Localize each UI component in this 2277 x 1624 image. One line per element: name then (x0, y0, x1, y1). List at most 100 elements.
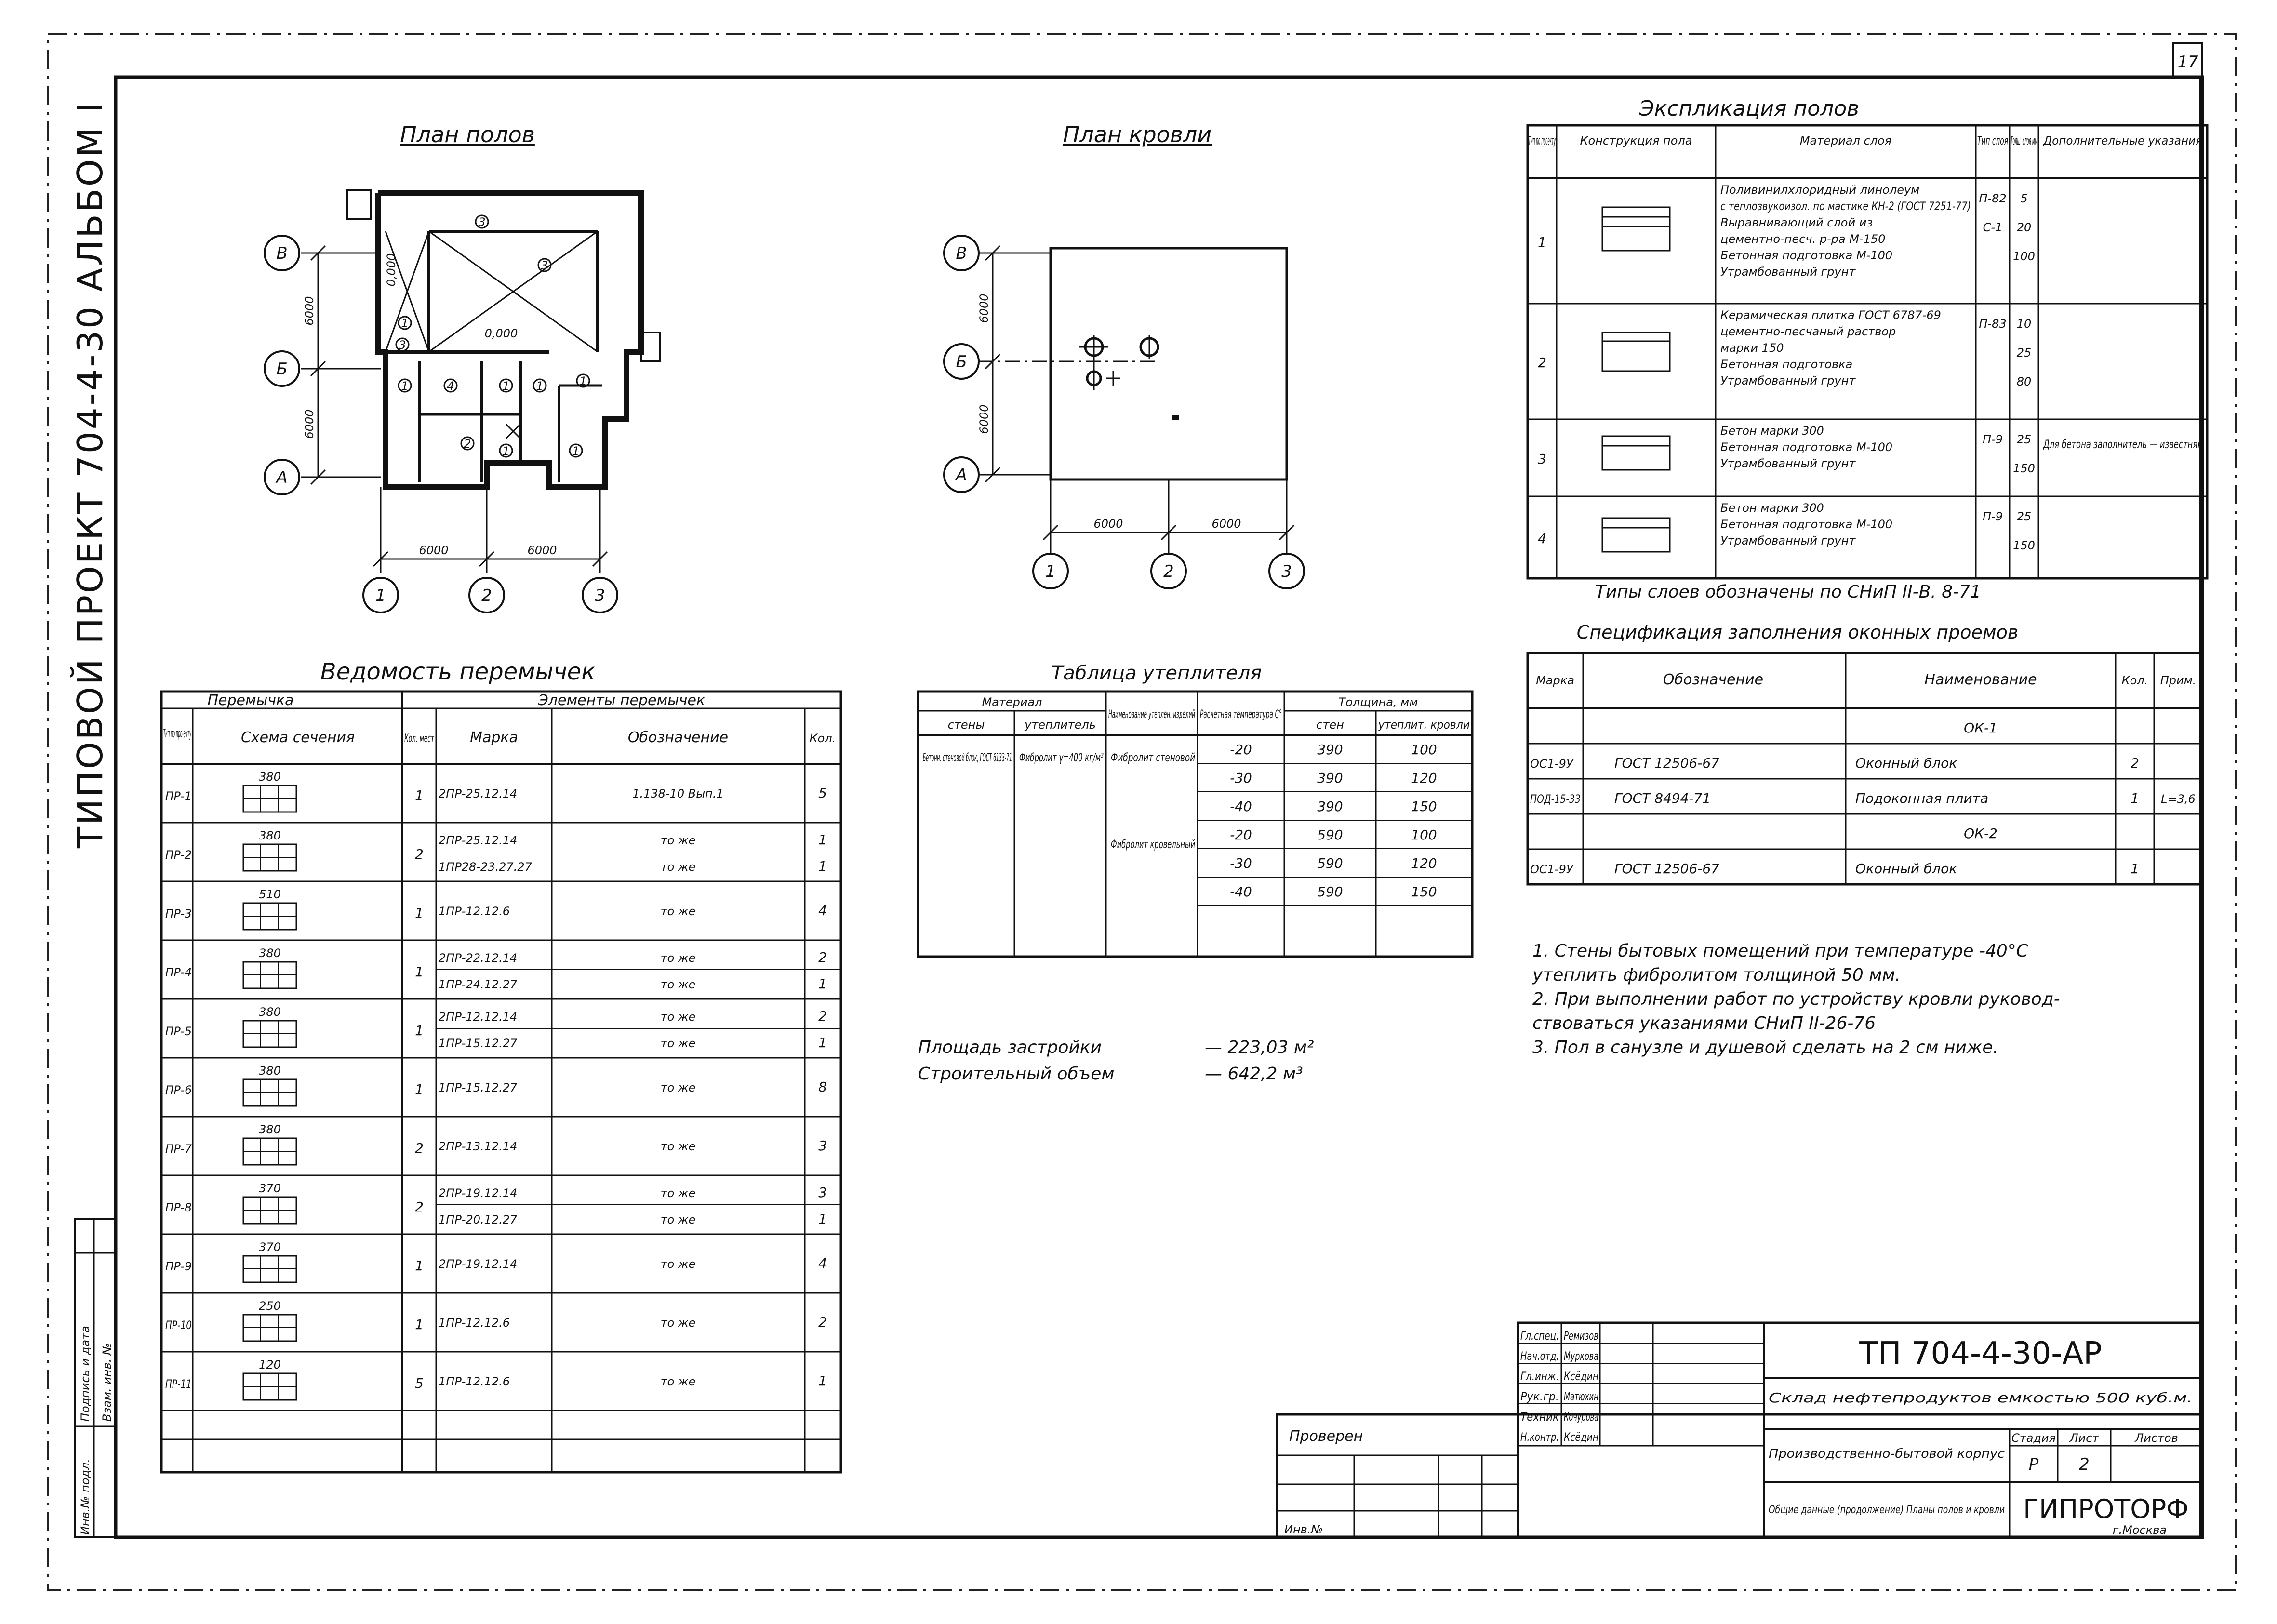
tb-role: Техник (1520, 1410, 1559, 1424)
room-mark: 1 (401, 379, 408, 393)
insulation-wall: 390 (1317, 799, 1343, 814)
room-mark: 1 (572, 444, 579, 458)
lintel-mark: 2ПР-13.12.14 (439, 1140, 517, 1153)
lintel-places: 2 (415, 1199, 424, 1215)
roof-plan: План кровли В Б А 6000 6000 6000 6000 (943, 121, 1305, 589)
insulation-item: Фибролит стеновой (1111, 751, 1195, 764)
lintel-mark: 2ПР-25.12.14 (439, 834, 517, 847)
expl-thickness: 20 (2017, 221, 2032, 234)
strip-label-replace: Взам. инв. № (100, 1343, 114, 1422)
expl-note: Для бетона заполнитель — известняк (2043, 438, 2202, 451)
lintel-mark: 1ПР-12.12.6 (439, 1375, 510, 1388)
expl-thickness: 150 (2013, 462, 2035, 475)
sheet-value: 2 (2079, 1455, 2090, 1474)
axis-label: В (956, 244, 967, 263)
room-mark: 4 (447, 379, 454, 393)
expl-material: с теплозвукоизол. по мастике КН-2 (ГОСТ … (1720, 200, 1971, 213)
insulation-group-header: Толщина, мм (1339, 695, 1418, 709)
lintel-width: 380 (259, 946, 281, 960)
project-code: ТП 704-4-30-АР (1859, 1336, 2102, 1371)
insulation-header: Расчетная температура С° (1200, 707, 1282, 721)
lintel-mark: 2ПР-25.12.14 (439, 787, 517, 800)
lintel-designation: то же (661, 951, 696, 965)
insulation-roof: 120 (1411, 770, 1437, 786)
axis-label: В (276, 244, 287, 263)
lintel-places: 2 (415, 846, 424, 862)
lintel-width: 380 (259, 1123, 281, 1136)
city: г.Москва (2113, 1523, 2167, 1537)
lintel-count: 1 (818, 1035, 827, 1051)
spec-header: Марка (1536, 674, 1574, 687)
lintel-count: 2 (818, 1314, 827, 1330)
axis-label: 3 (595, 586, 605, 605)
axis-label: А (955, 466, 967, 485)
area-label: Площадь застройки (918, 1038, 1102, 1057)
insulation-temp: -30 (1230, 770, 1252, 786)
room-mark: 3 (478, 215, 485, 229)
lintel-mark: 1ПР-20.12.27 (439, 1213, 518, 1226)
spec-designation: ГОСТ 12506-67 (1614, 755, 1719, 771)
strip-label-inv: Инв.№ подл. (79, 1459, 92, 1535)
insulation-wall: 590 (1317, 884, 1343, 900)
insulation-table: Таблица утеплителя Материал Толщина, мм … (917, 662, 1474, 958)
strip-label-sign: Подпись и дата (79, 1326, 92, 1422)
sheet-name: Общие данные (продолжение) Планы полов и… (1769, 1504, 2005, 1516)
room-mark: 1 (579, 374, 586, 388)
spec-header: Кол. (2122, 674, 2148, 687)
expl-material: Бетонная подготовка М-100 (1720, 249, 1892, 262)
spec-qty: 1 (2131, 790, 2139, 806)
spec-designation: ГОСТ 8494-71 (1614, 790, 1711, 806)
lintel-type: ПР-2 (165, 848, 192, 862)
lintel-width: 380 (259, 1064, 281, 1078)
spec-header: Обозначение (1663, 671, 1763, 688)
insulation-header: утеплит. кровли (1378, 718, 1470, 732)
insulation-temp: -40 (1230, 884, 1252, 900)
tb-name: Ремизов (1564, 1329, 1598, 1343)
lintel-places: 1 (415, 964, 424, 980)
area-label: Строительный объем (918, 1064, 1115, 1084)
lintel-mark: 2ПР-19.12.14 (439, 1186, 517, 1200)
expl-material: Бетон марки 300 (1720, 501, 1824, 515)
lintels-header: Обозначение (628, 729, 728, 746)
lintel-section-sketch (242, 1137, 297, 1166)
lintel-section-sketch (242, 1372, 297, 1401)
sheet-label: Лист (2069, 1431, 2100, 1445)
spec-name: Подоконная плита (1855, 790, 1988, 806)
inv-label: Инв.№ (1284, 1523, 1323, 1536)
room-mark: 3 (541, 259, 548, 272)
tb-role: Нач.отд. (1520, 1349, 1559, 1363)
dim-label: 6000 (419, 544, 448, 557)
lintel-type: ПР-7 (165, 1142, 192, 1156)
sheet-number-box (2172, 42, 2203, 78)
stage-value: Р (2029, 1455, 2039, 1474)
lintel-designation: то же (661, 1037, 696, 1050)
floor-construction-sketch (1601, 206, 1671, 553)
dim-label: 6000 (303, 409, 316, 439)
lintel-count: 1 (818, 1211, 827, 1227)
room-mark: 1 (502, 444, 509, 458)
expl-thickness: 100 (2013, 250, 2035, 263)
spec-header: Прим. (2160, 674, 2197, 687)
level-mark: 0,000 (485, 327, 518, 340)
tb-role: Рук.гр. (1520, 1390, 1559, 1403)
lintel-width: 380 (259, 770, 281, 784)
axis-label: 1 (375, 586, 386, 605)
lintel-width: 380 (259, 829, 281, 842)
lintel-designation: то же (661, 1257, 696, 1271)
expl-material: Бетон марки 300 (1720, 424, 1824, 438)
insulation-wall: 390 (1317, 770, 1343, 786)
lintel-count: 1 (818, 858, 827, 874)
lintel-section-sketch (242, 843, 297, 872)
insulation-wall: 590 (1317, 855, 1343, 871)
tb-name: Ксёдин (1564, 1370, 1598, 1383)
note-line: 1. Стены бытовых помещений при температу… (1532, 941, 2029, 961)
lintel-designation: то же (661, 905, 696, 918)
insulation-temp: -40 (1230, 799, 1252, 814)
room-mark: 3 (399, 338, 406, 352)
dim-label: 6000 (977, 293, 991, 323)
floor-plan: План полов 3 3 3 1 (264, 121, 661, 613)
insulation-title: Таблица утеплителя (1052, 662, 1262, 684)
expl-material: Утрамбованный грунт (1720, 457, 1856, 470)
lintel-mark: 1ПР-15.12.27 (439, 1037, 518, 1050)
lintel-designation: то же (661, 1140, 696, 1153)
